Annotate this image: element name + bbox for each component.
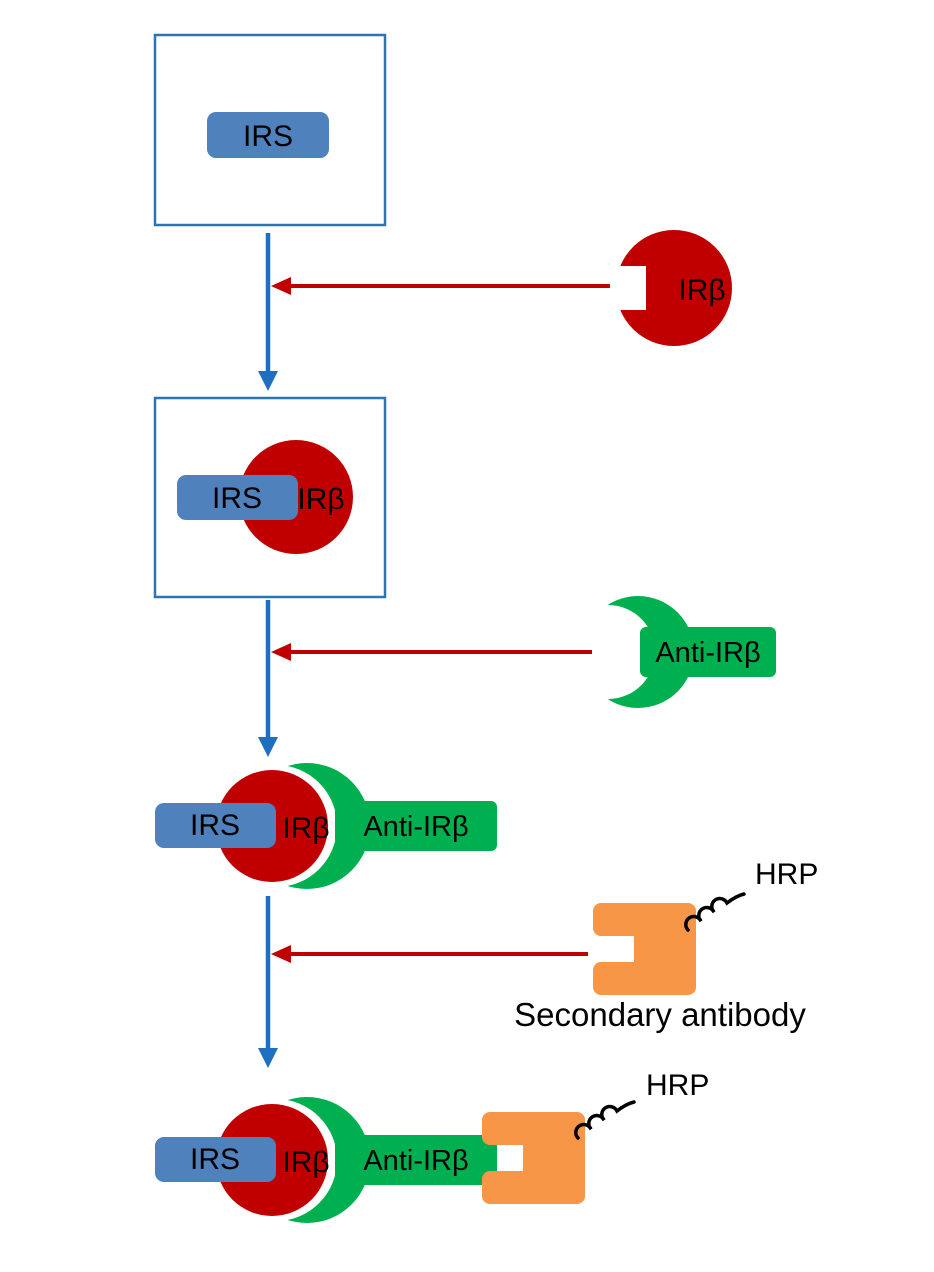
add-anti-irb-arrow — [271, 643, 592, 661]
add-irb-arrow-head — [271, 277, 291, 295]
anti-irb-label-bound-2: Anti-IRβ — [363, 1145, 468, 1177]
reagent-irb: IRβ — [610, 230, 732, 346]
anti-irb-label-bound-1: Anti-IRβ — [363, 811, 468, 843]
flow-arrow-3-head — [258, 1048, 278, 1068]
add-secondary-antibody-arrow — [271, 945, 588, 963]
anti-irb-tag-bound-1 — [335, 801, 497, 851]
irb-label-bound-2: IRβ — [282, 812, 329, 845]
flow-arrow-2 — [258, 600, 278, 757]
anti-irb-label-free: Anti-IRβ — [655, 637, 760, 669]
irb-label-free: IRβ — [678, 274, 725, 307]
irb-molecule — [616, 230, 732, 346]
irs-chip-3 — [155, 803, 276, 848]
step-3-primary-complex: IRS IRβ Anti-IRβ — [155, 763, 497, 889]
flow-arrow-3 — [258, 896, 278, 1068]
irs-label-2: IRS — [212, 482, 262, 515]
anti-irb-fab-notch — [561, 605, 655, 699]
irs-chip-1 — [207, 112, 329, 158]
irs-label-4: IRS — [190, 1143, 240, 1176]
sample-well-box-2 — [153, 396, 387, 599]
secondary-antibody-body — [634, 903, 696, 995]
hrp-label-2: HRP — [646, 1069, 709, 1102]
step-4-detection-complex: HRP IRS IRβ Anti-IRβ — [155, 1069, 709, 1223]
irs-chip-2 — [177, 475, 298, 520]
irb-molecule-notch — [610, 266, 646, 310]
reagent-secondary-antibody: HRP Secondary antibody — [514, 858, 818, 1033]
reagent-anti-irb: Anti-IRβ — [561, 596, 776, 708]
sample-well-box-1 — [153, 33, 387, 227]
hrp-label-1: HRP — [755, 858, 818, 891]
secondary-antibody-caption: Secondary antibody — [514, 996, 806, 1033]
anti-irb-tag-bound-2 — [335, 1135, 497, 1185]
step-2-irs-irb-complex: IRS IRβ — [153, 396, 387, 599]
irb-label-bound-1: IRβ — [297, 483, 344, 516]
flow-arrow-1-head — [258, 371, 278, 391]
irs-label-3: IRS — [190, 809, 240, 842]
flow-arrow-2-head — [258, 737, 278, 757]
step-1-sample: IRS — [153, 33, 387, 227]
add-irb-arrow — [271, 277, 610, 295]
add-secondary-antibody-arrow-head — [271, 945, 291, 963]
irs-chip-4 — [155, 1137, 276, 1182]
hrp-linker-coil-2 — [574, 1100, 636, 1140]
anti-irb-tag — [640, 627, 776, 677]
add-anti-irb-arrow-head — [271, 643, 291, 661]
hrp-linker-coil-1 — [684, 892, 746, 932]
irs-label-1: IRS — [243, 120, 293, 153]
flow-arrow-1 — [258, 233, 278, 391]
secondary-antibody-bound-body — [523, 1112, 585, 1204]
irb-label-bound-3: IRβ — [282, 1146, 329, 1179]
